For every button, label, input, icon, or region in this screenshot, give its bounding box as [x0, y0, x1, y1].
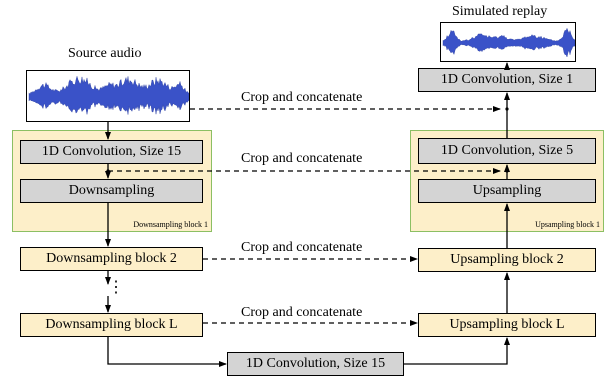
right-upsampling-box: Upsampling	[418, 179, 596, 203]
upsampling-block-1-label: Upsampling block 1	[535, 220, 600, 229]
replay-waveform	[440, 22, 576, 62]
downsampling-block-1-label: Downsampling block 1	[133, 220, 208, 229]
crop-concat-label-2: Crop and concatenate	[241, 151, 363, 166]
junction-dot-1	[505, 107, 509, 111]
arrow-bottom-to-upl	[404, 337, 510, 365]
source-waveform-graphic	[28, 75, 189, 115]
upsampling-block-l: Upsampling block L	[418, 313, 596, 337]
left-downsampling-box: Downsampling	[20, 179, 203, 203]
junction-dot-2	[505, 169, 509, 173]
downsampling-block-2: Downsampling block 2	[20, 247, 203, 271]
source-waveform	[26, 70, 190, 122]
downsampling-block-l: Downsampling block L	[20, 313, 203, 337]
ellipsis: ⋮	[108, 279, 124, 296]
crop-concat-label-3: Crop and concatenate	[241, 240, 363, 255]
source-audio-title: Source audio	[68, 46, 142, 61]
right-conv-box: 1D Convolution, Size 5	[418, 138, 596, 164]
left-conv-box: 1D Convolution, Size 15	[20, 140, 203, 164]
output-conv-box: 1D Convolution, Size 1	[418, 68, 596, 92]
crop-concat-label-4: Crop and concatenate	[241, 305, 363, 320]
upsampling-block-2: Upsampling block 2	[418, 248, 596, 272]
crop-concat-label-1: Crop and concatenate	[241, 90, 363, 105]
replay-waveform-graphic	[442, 27, 575, 58]
arrow-blockl-to-bottom	[107, 337, 227, 367]
junction-dot-3	[106, 169, 110, 173]
simulated-replay-title: Simulated replay	[452, 4, 548, 19]
bottom-conv-box: 1D Convolution, Size 15	[227, 352, 404, 376]
